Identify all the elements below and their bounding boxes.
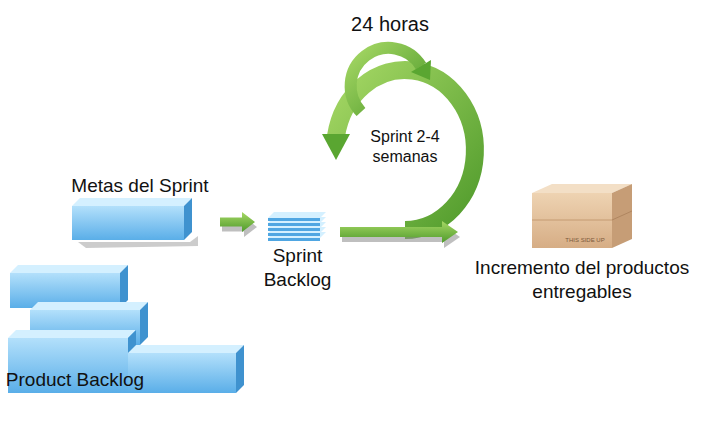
box-marking: THIS SIDE UP [560,237,610,244]
layer-front [268,228,320,231]
box-side [236,345,244,393]
product-backlog: Product Backlog [5,262,248,422]
box-top [128,345,244,353]
sprint-backlog: Sprint Backlog [255,208,340,298]
layer-front [268,223,320,226]
box-seam [612,211,632,220]
box-top [8,330,136,338]
layer-front [268,233,320,236]
sprint-backlog-stack [268,212,326,241]
sprint-loop [322,70,475,230]
box-top [72,198,192,206]
flow-arrow [220,212,255,232]
goal-box [72,198,198,248]
daily-loop [351,48,431,112]
node-text: Product Backlog [5,368,145,392]
box-front [72,206,184,240]
box-front [128,353,236,393]
flow-arrow [340,221,458,243]
box-side [184,198,192,240]
layer-front [268,218,320,221]
goal-box: Metas del Sprint [60,174,220,244]
box-side [612,184,632,248]
layer-front [268,238,320,241]
cardboard-boxes [532,184,632,248]
cycle-label: 24 horas [330,12,450,36]
loop-band [351,48,421,112]
box-top [10,265,128,273]
node-text: Metas del Sprint [60,174,220,198]
sprint-cycle: Sprint 2-4 semanas [355,125,455,171]
loop-head [322,134,350,160]
loop-head [411,60,431,80]
box-seam [532,220,612,221]
node-text: Sprint 2-4 semanas [355,127,455,167]
box-side [140,302,148,345]
layer-top [268,212,326,218]
node-text: Incremento del productos entregables [458,256,706,304]
box-top [30,302,148,310]
box-side [120,265,128,308]
node-text: Sprint Backlog [255,244,340,292]
box-front [532,193,612,248]
